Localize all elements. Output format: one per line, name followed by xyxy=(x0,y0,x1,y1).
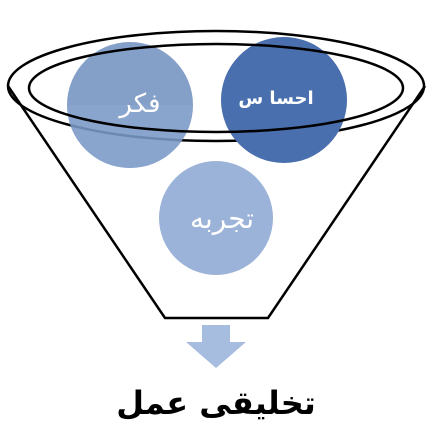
experience-label: تجربه xyxy=(190,202,254,235)
thought-label: فکر xyxy=(117,89,160,119)
result-label: تخلیقی عمل xyxy=(116,384,316,422)
feeling-label: احسا س xyxy=(238,88,313,109)
down-arrow-icon xyxy=(186,325,246,368)
